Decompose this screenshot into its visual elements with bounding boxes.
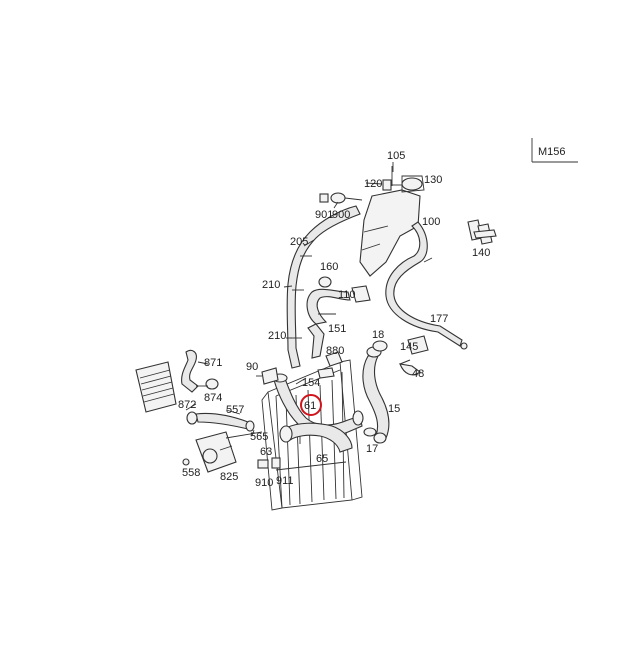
label-65: 65	[316, 453, 328, 465]
oil-cooler	[135, 361, 177, 413]
mount-110	[351, 285, 371, 303]
label-15: 15	[388, 403, 400, 415]
label-558: 558	[182, 467, 200, 479]
bracket-90	[256, 367, 279, 385]
label-61: 61	[304, 400, 316, 412]
label-871: 871	[204, 357, 222, 369]
label-205: 205	[290, 236, 308, 248]
clip-880	[325, 351, 343, 367]
clamp-17	[363, 427, 377, 437]
label-911: 911	[276, 475, 294, 487]
clips-140	[467, 219, 497, 245]
label-105: 105	[387, 150, 405, 162]
clamp-160	[318, 276, 332, 288]
fittings-910	[257, 457, 281, 469]
label-90: 90	[246, 361, 258, 373]
hose-65	[279, 422, 353, 453]
label-140: 140	[472, 247, 490, 259]
pipe-871	[181, 349, 219, 393]
hose-15	[362, 346, 390, 444]
label-872: 872	[178, 399, 196, 411]
label-900: 900	[332, 209, 350, 221]
part-labels: 105 120 130 901 900 100 140 205 160 210 …	[178, 150, 490, 489]
hose-177	[385, 221, 468, 350]
hose-151	[306, 288, 351, 359]
label-565: 565	[250, 431, 268, 443]
label-910: 910	[255, 477, 273, 489]
label-210-upper: 210	[262, 279, 280, 291]
model-code-box: M156	[531, 138, 578, 163]
cap-parts	[382, 179, 402, 191]
label-120: 120	[364, 178, 382, 190]
label-48: 48	[412, 368, 424, 380]
label-210-lower: 210	[268, 330, 286, 342]
fitting-900	[319, 192, 363, 204]
bracket-154	[317, 367, 335, 379]
label-151: 151	[328, 323, 346, 335]
expansion-tank	[359, 166, 425, 277]
label-177: 177	[430, 313, 448, 325]
label-825: 825	[220, 471, 238, 483]
label-557: 557	[226, 404, 244, 416]
label-160: 160	[320, 261, 338, 273]
clamps-right	[372, 335, 429, 376]
label-874: 874	[204, 392, 222, 404]
label-901: 901	[315, 209, 333, 221]
label-17: 17	[366, 443, 378, 455]
hose-557	[186, 411, 255, 432]
label-154: 154	[302, 377, 320, 389]
model-code-label: M156	[538, 146, 566, 158]
label-110: 110	[338, 289, 356, 301]
label-100: 100	[422, 216, 440, 228]
label-130: 130	[424, 174, 442, 186]
pump-housing	[182, 431, 263, 473]
label-18: 18	[372, 329, 384, 341]
label-880: 880	[326, 345, 344, 357]
label-63: 63	[260, 446, 272, 458]
leader-lines	[185, 162, 394, 437]
highlight-circle[interactable]	[300, 394, 322, 416]
label-145: 145	[400, 341, 418, 353]
